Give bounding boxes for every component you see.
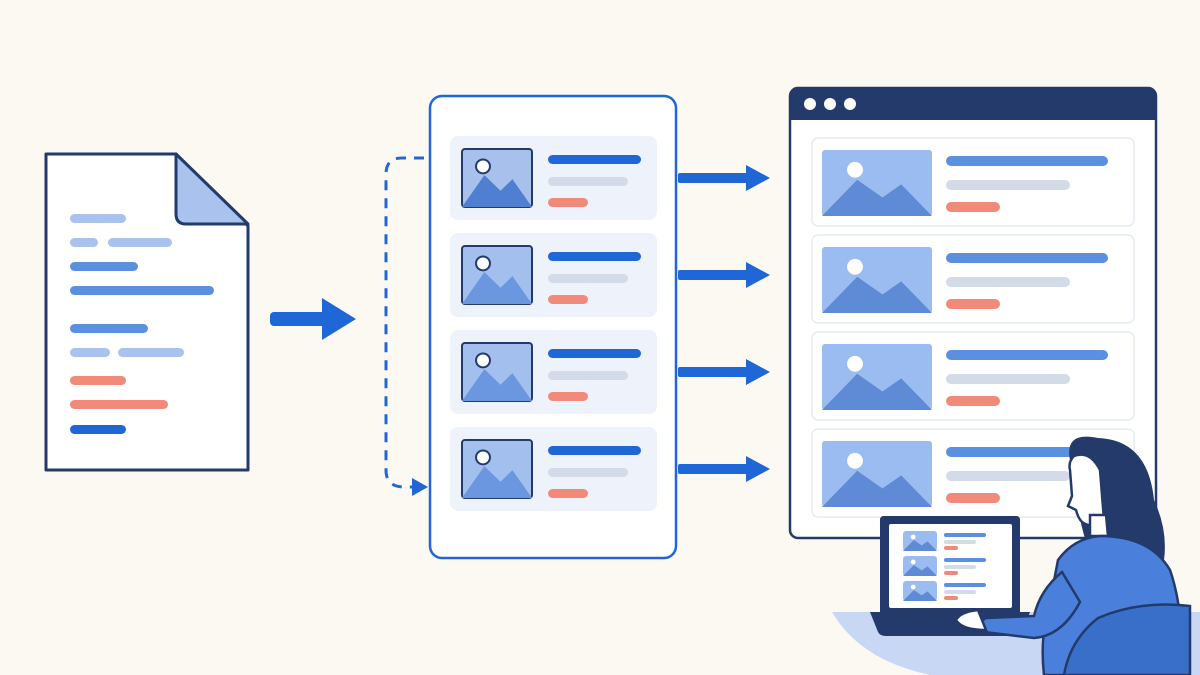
browser-card xyxy=(811,137,1135,227)
document-line xyxy=(70,286,214,295)
right-arrow-icon xyxy=(270,298,356,340)
browser-card xyxy=(811,234,1135,324)
mini-title-line xyxy=(944,558,986,562)
right-arrow-icon xyxy=(678,262,770,288)
person-at-laptop-icon xyxy=(954,436,1192,675)
chair xyxy=(1062,603,1192,675)
right-arrow-icon xyxy=(678,359,770,385)
card-subtitle-line xyxy=(548,274,628,283)
image-placeholder-icon xyxy=(822,344,932,410)
window-dot-icon xyxy=(804,98,816,110)
document-line xyxy=(108,238,172,247)
document-lines xyxy=(70,214,214,434)
template-panel xyxy=(428,94,678,560)
card-subtitle-line xyxy=(548,468,628,477)
template-card xyxy=(450,330,657,414)
card-title-line xyxy=(946,447,1108,457)
template-card xyxy=(450,427,657,511)
card-subtitle-line xyxy=(548,371,628,380)
card-subtitle-line xyxy=(946,180,1070,190)
card-price-line xyxy=(946,493,1000,503)
dashed-loop-arrow-icon xyxy=(384,156,428,496)
card-title-line xyxy=(548,155,641,164)
document-line xyxy=(118,348,184,357)
mini-price-line xyxy=(944,571,958,575)
document-line xyxy=(70,400,168,409)
card-price-line xyxy=(548,489,588,498)
mini-price-line xyxy=(944,546,958,550)
card-price-line xyxy=(946,202,1000,212)
laptop xyxy=(870,516,1030,636)
image-placeholder-icon xyxy=(461,342,533,402)
image-placeholder-icon xyxy=(903,581,937,601)
image-placeholder-icon xyxy=(822,247,932,313)
row-arrows xyxy=(678,165,770,482)
card-title-line xyxy=(548,252,641,261)
card-price-line xyxy=(548,198,588,207)
document-fold-icon xyxy=(174,152,250,226)
window-dot-icon xyxy=(824,98,836,110)
mini-subtitle-line xyxy=(944,540,976,544)
laptop-card xyxy=(903,581,986,601)
card-subtitle-line xyxy=(548,177,628,186)
card-title-line xyxy=(548,446,641,455)
mini-title-line xyxy=(944,583,986,587)
browser-window xyxy=(788,86,1158,540)
card-title-line xyxy=(946,350,1108,360)
card-price-line xyxy=(548,392,588,401)
image-placeholder-icon xyxy=(461,439,533,499)
mini-price-line xyxy=(944,596,958,600)
card-subtitle-line xyxy=(946,471,1070,481)
card-title-line xyxy=(946,253,1108,263)
document-line xyxy=(70,262,138,271)
image-placeholder-icon xyxy=(903,531,937,551)
image-placeholder-icon xyxy=(903,556,937,576)
mini-title-line xyxy=(944,533,986,537)
image-placeholder-icon xyxy=(461,245,533,305)
document-line xyxy=(70,214,126,223)
window-dot-icon xyxy=(844,98,856,110)
browser-card xyxy=(811,331,1135,421)
document-line xyxy=(70,376,126,385)
browser-card xyxy=(811,428,1135,518)
image-placeholder-icon xyxy=(461,148,533,208)
document-line xyxy=(70,324,148,333)
laptop-card xyxy=(903,556,986,576)
document-line xyxy=(70,238,98,247)
browser-titlebar xyxy=(790,88,1156,120)
card-price-line xyxy=(946,299,1000,309)
neck xyxy=(1088,513,1110,538)
mini-subtitle-line xyxy=(944,565,976,569)
laptop-card xyxy=(903,531,986,551)
right-arrow-icon xyxy=(678,165,770,191)
card-title-line xyxy=(548,349,641,358)
image-placeholder-icon xyxy=(822,150,932,216)
card-title-line xyxy=(946,156,1108,166)
mini-subtitle-line xyxy=(944,590,976,594)
document-line xyxy=(70,348,110,357)
document-line xyxy=(70,425,126,434)
card-subtitle-line xyxy=(946,374,1070,384)
right-arrow-icon xyxy=(678,456,770,482)
hand xyxy=(954,608,988,632)
card-subtitle-line xyxy=(946,277,1070,287)
template-card xyxy=(450,136,657,220)
card-price-line xyxy=(548,295,588,304)
image-placeholder-icon xyxy=(822,441,932,507)
source-document xyxy=(44,152,250,472)
template-card xyxy=(450,233,657,317)
card-price-line xyxy=(946,396,1000,406)
